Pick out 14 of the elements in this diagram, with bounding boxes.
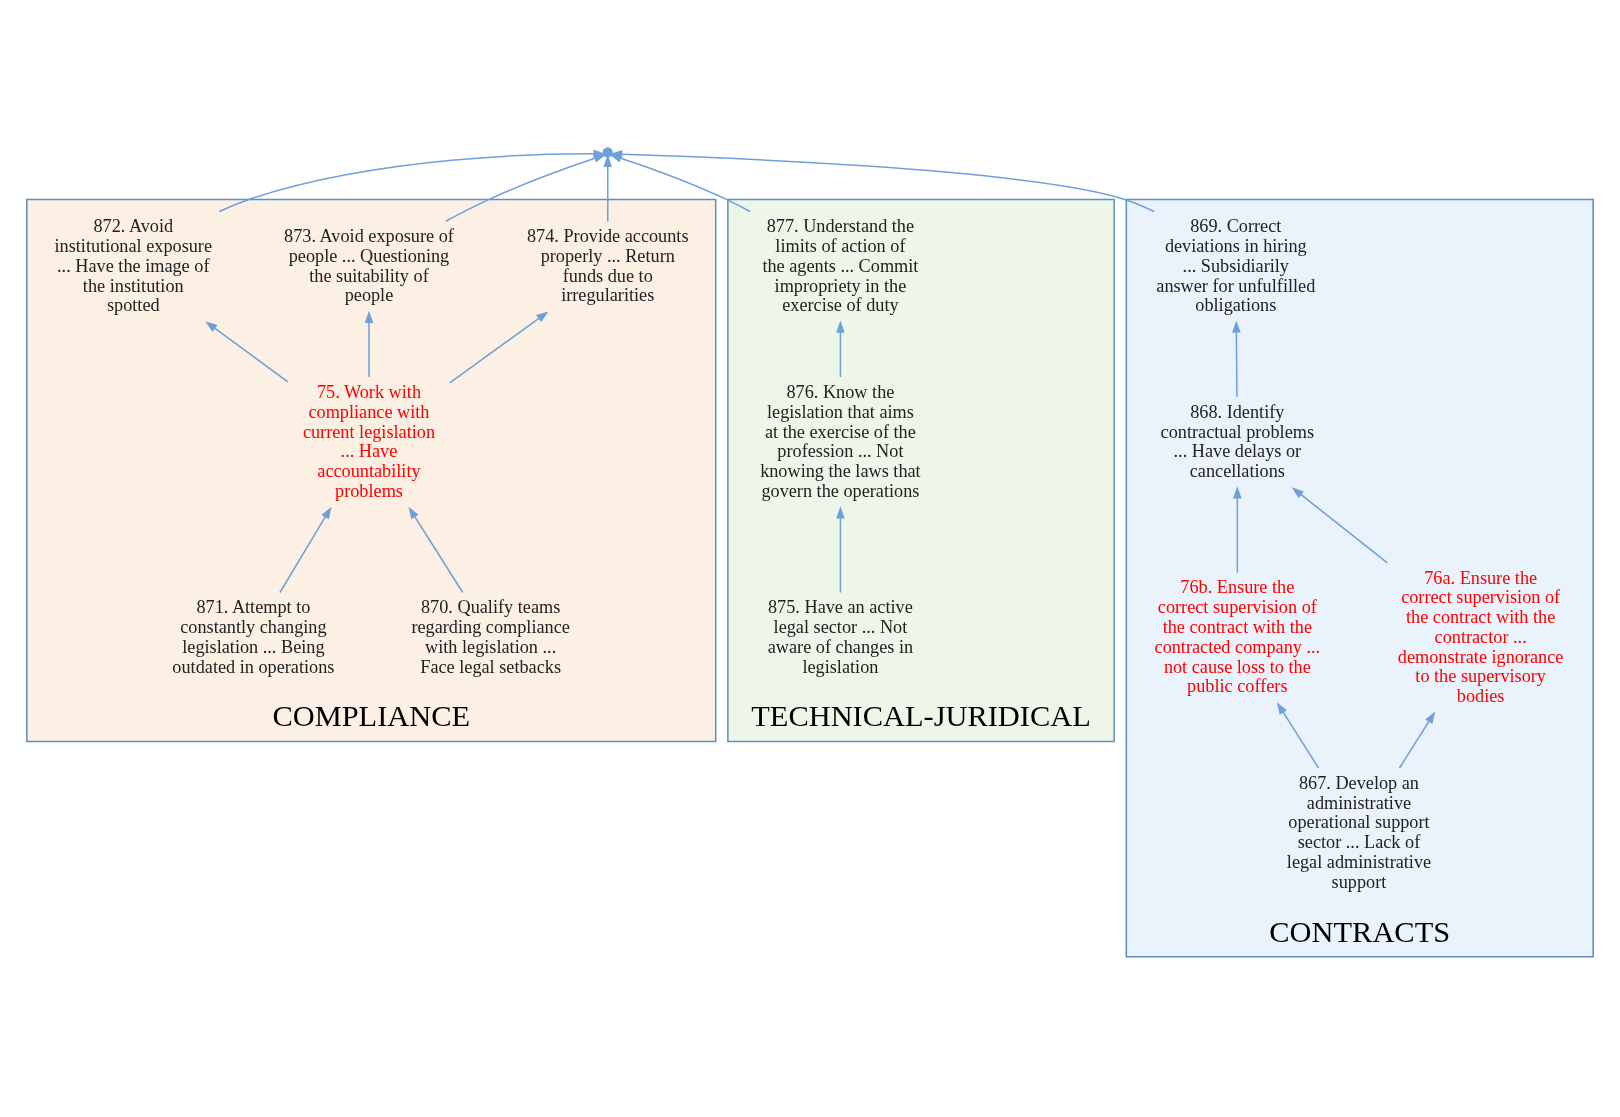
node-text: 871. Attempt to constantly changing legislation ... Being outdated in operations [172,597,335,677]
node-text: 874. Provide accounts properly ... Return funds due to irregularities [526,226,689,306]
node-text: 877. Understand the limits of action of the agents ... Commit impropriety in the exercise of duty [762,216,919,316]
node-text: 868. Identify contractual problems ... Have delays or cancellations [1160,401,1315,482]
node-text: 76b. Ensure the correct supervision of the contract with the contracted company ... not cause loss to the public coffers [1154,577,1321,697]
node-text: 876. Know the legislation that aims at the exercise of the profession ... Not knowing the laws that govern the operations [760,382,921,501]
node-text: 869. Correct deviations in hiring ... Subsidiarily answer for unfulfilled obligations [1156,216,1316,316]
node-text: 872. Avoid institutional exposure ... Have the image of the institution spotted [54,216,213,316]
node-text: 873. Avoid exposure of people ... Questioning the suitability of people [284,226,454,306]
node-text: 76a. Ensure the correct supervision of the contract with the contractor ... demonstrate ignorance to the supervisory bodies [1397,567,1564,707]
node-text: 870. Qualify teams regarding compliance with legislation ... Face legal setbacks [411,597,570,677]
node-text: 867. Develop an administrative operational support sector ... Lack of legal administrative support [1286,772,1432,892]
node-text: 75. Work with compliance with current legislation ... Have accountability problems [302,382,436,501]
node-text: 875. Have an active legal sector ... Not aware of changes in legislation [767,597,914,677]
